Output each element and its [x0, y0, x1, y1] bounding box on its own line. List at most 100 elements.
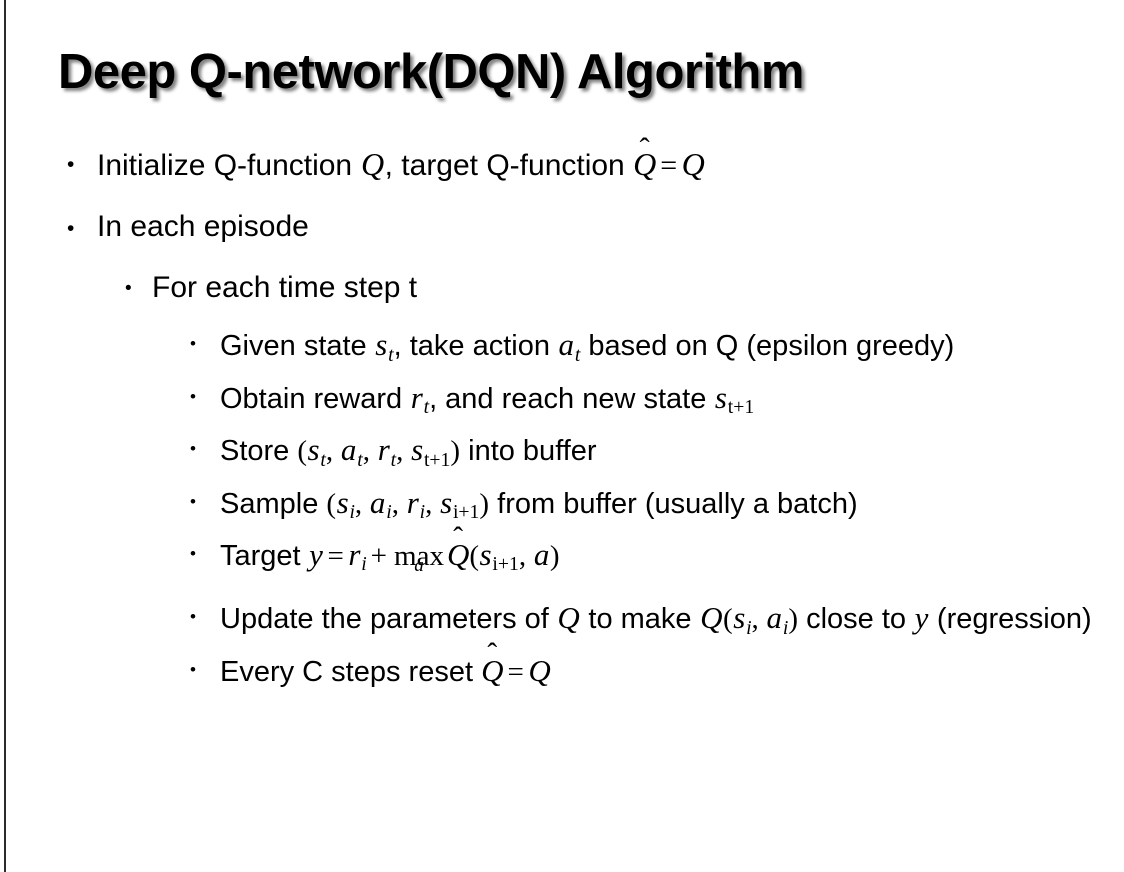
bullet-marker-icon: • — [190, 386, 196, 406]
bullet-marker-icon: • — [190, 439, 196, 459]
math-comma: , — [751, 603, 767, 636]
math-subscript: i — [746, 616, 752, 639]
math-var-r: r — [377, 432, 390, 468]
math-var-s: s — [714, 379, 727, 415]
math-subscript: t — [574, 343, 581, 366]
math-paren-close: ) — [450, 435, 461, 468]
math-paren-close: ) — [788, 603, 799, 636]
max-subscript: a — [414, 555, 424, 577]
text-segment: , and reach new state — [429, 382, 715, 415]
math-subscript: t — [423, 396, 430, 419]
text-segment: , target Q-function — [384, 149, 634, 182]
list-item-initialize: • Initialize Q-function Q, target Q-func… — [0, 146, 1124, 184]
list-item-obtain-reward: • Obtain reward rt, and reach new state … — [0, 379, 1124, 420]
list-item-text: In each episode — [97, 209, 309, 243]
math-paren-close: ) — [479, 487, 490, 520]
math-subscript: t+1 — [727, 396, 755, 419]
math-comma: , — [391, 487, 407, 520]
math-var-a: a — [558, 327, 575, 363]
text-segment: based on Q (epsilon greedy) — [580, 330, 955, 363]
math-var-s: s — [440, 484, 453, 520]
math-var-s: s — [307, 432, 320, 468]
math-paren-open: ( — [326, 487, 337, 520]
bullet-marker-icon: • — [190, 659, 196, 679]
list-item-update-parameters: • Update the parameters of Q to make Q(s… — [0, 599, 1124, 640]
math-subscript: i — [361, 553, 367, 576]
math-comma: , — [362, 435, 378, 468]
math-var-q: Q — [681, 146, 705, 182]
math-var-s: s — [733, 600, 746, 636]
text-segment: Update the parameters of — [220, 603, 557, 636]
list-item-text: Update the parameters of Q to make Q(si,… — [220, 599, 1124, 640]
text-segment: Store — [220, 435, 298, 468]
math-subscript: i — [419, 501, 426, 524]
text-segment: Obtain reward — [220, 382, 411, 415]
list-item-text: Sample (si, ai, ri, si+1) from buffer (u… — [220, 484, 1124, 525]
math-paren-open: ( — [297, 435, 308, 468]
math-subscript: t+1 — [423, 448, 451, 471]
math-var-q-hat: ̂Q — [633, 146, 656, 183]
math-var-q: Q — [360, 146, 385, 182]
list-item-given-state: • Given state st, take action at based o… — [0, 326, 1124, 367]
math-comma: , — [425, 487, 440, 520]
bullet-marker-icon: • — [190, 334, 196, 354]
text-segment: Initialize Q-function — [97, 149, 361, 182]
bullet-marker-icon: • — [190, 607, 196, 627]
math-subscript: t — [320, 448, 326, 471]
math-var-q: Q — [700, 600, 723, 636]
math-var-a: a — [766, 600, 783, 636]
math-subscript: i — [349, 501, 355, 524]
text-segment: to make — [580, 603, 700, 636]
text-segment: Given state — [220, 330, 375, 363]
math-subscript: i+1 — [452, 501, 480, 524]
math-operator-plus: + — [370, 539, 388, 572]
text-segment: close to — [798, 603, 915, 636]
math-comma: , — [354, 487, 370, 520]
list-item-for-each-time-step: • For each time step t — [0, 271, 1124, 306]
max-label: max — [394, 539, 444, 572]
bullet-marker-icon: • — [67, 216, 75, 240]
math-var-a: a — [340, 432, 357, 468]
math-paren-open: ( — [469, 539, 480, 572]
math-var-q: Q — [528, 652, 551, 688]
slide-left-border — [4, 0, 6, 872]
math-operator-equals: = — [327, 539, 344, 572]
math-var-s: s — [479, 536, 492, 572]
math-operator-equals: = — [660, 149, 678, 182]
math-paren-close: ) — [549, 539, 560, 572]
math-subscript: i — [782, 616, 789, 639]
text-segment: (regression) — [928, 603, 1092, 636]
bullet-marker-icon: • — [125, 277, 132, 299]
math-var-r: r — [410, 379, 423, 415]
algorithm-bullet-list: • Initialize Q-function Q, target Q-func… — [0, 146, 1124, 701]
math-var-q: Q — [557, 600, 580, 636]
math-subscript: t — [357, 448, 363, 471]
math-var-q-hat: ̂Q — [481, 652, 503, 690]
list-item-target-equation: • Target y=ri+maxâQ(si+1, a) — [0, 536, 1124, 577]
math-subscript: t — [390, 448, 397, 471]
text-segment: Target — [220, 539, 309, 572]
text-segment: Every C steps reset — [220, 655, 482, 688]
math-var-y: y — [309, 536, 323, 572]
list-item-text: Target y=ri+maxâQ(si+1, a) — [220, 536, 1124, 577]
math-comma: , — [518, 539, 534, 572]
math-paren-open: ( — [723, 603, 733, 636]
math-var-a: a — [369, 484, 386, 520]
list-item-reset-target-network: • Every C steps reset ̂Q=Q — [0, 652, 1124, 690]
text-segment: Sample — [220, 487, 327, 520]
list-item-text: Obtain reward rt, and reach new state st… — [220, 379, 1124, 420]
list-item-text: Every C steps reset ̂Q=Q — [220, 652, 1124, 690]
math-var-r: r — [406, 484, 419, 520]
math-var-s: s — [375, 327, 388, 363]
math-var-q-hat: ̂Q — [447, 536, 469, 574]
math-subscript: i — [386, 501, 392, 524]
math-var-s: s — [336, 484, 349, 520]
list-item-in-each-episode: • In each episode — [0, 210, 1124, 245]
text-segment: , take action — [393, 330, 559, 363]
text-segment: from buffer (usually a batch) — [489, 487, 858, 520]
bullet-marker-icon: • — [190, 543, 196, 563]
math-subscript: i+1 — [492, 553, 519, 576]
math-var-base: Q — [633, 146, 657, 182]
list-item-store-transition: • Store (st, at, rt, st+1) into buffer — [0, 431, 1124, 472]
